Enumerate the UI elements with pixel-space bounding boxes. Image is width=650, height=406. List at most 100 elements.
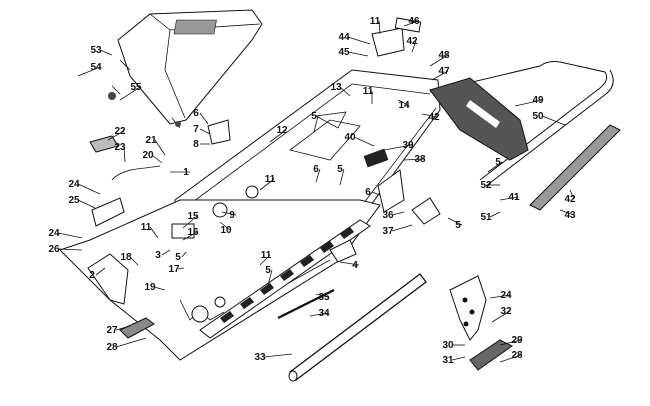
callout-line-c38 xyxy=(403,158,425,161)
callout-c26: 26 xyxy=(48,244,60,255)
callout-c11b: 11 xyxy=(363,86,374,97)
callout-c32: 32 xyxy=(500,306,512,317)
callout-line-c55 xyxy=(119,86,141,101)
chassis-side-plate xyxy=(59,199,381,361)
callout-line-c14 xyxy=(397,99,409,106)
callout-line-c49 xyxy=(514,99,543,107)
clip-part xyxy=(329,239,357,263)
callout-c3: 3 xyxy=(155,250,161,261)
callout-c13: 13 xyxy=(330,82,342,93)
callout-line-c26 xyxy=(57,248,83,251)
callout-c1: 1 xyxy=(183,167,189,178)
module-part xyxy=(171,223,195,239)
callout-c38: 38 xyxy=(414,154,426,165)
callout-c55: 55 xyxy=(130,82,142,93)
callout-c42c: 42 xyxy=(564,194,576,205)
callout-c5e: 5 xyxy=(495,157,501,168)
callout-c21: 21 xyxy=(145,135,157,146)
callout-c35: 35 xyxy=(318,292,330,303)
callout-line-c5e xyxy=(487,161,503,173)
callout-c45: 45 xyxy=(338,47,350,58)
rear-bumper xyxy=(429,61,614,187)
callout-line-c34 xyxy=(309,312,329,317)
callout-c5f: 5 xyxy=(455,220,461,231)
callout-c11e: 11 xyxy=(261,250,272,261)
callout-line-c2 xyxy=(95,267,106,276)
callout-c27: 27 xyxy=(106,325,118,336)
callout-line-c28a xyxy=(115,337,147,348)
callout-c24b: 24 xyxy=(48,228,60,239)
callout-line-c45 xyxy=(347,51,369,57)
seat-assembly xyxy=(108,9,263,129)
callout-line-c21 xyxy=(154,139,166,156)
callout-c51: 51 xyxy=(480,212,492,223)
callout-line-c29 xyxy=(499,339,522,346)
light-lens xyxy=(394,17,422,33)
callout-line-c53 xyxy=(99,49,113,56)
callout-c11a: 11 xyxy=(370,16,381,27)
callout-line-c42b xyxy=(421,113,439,118)
callout-c30: 30 xyxy=(442,340,454,351)
callout-line-c17 xyxy=(177,267,185,270)
callout-c5a: 5 xyxy=(311,111,317,122)
callout-line-c24c xyxy=(489,294,511,299)
callout-line-c22 xyxy=(107,130,125,141)
hose-part xyxy=(111,165,161,181)
callout-c42b: 42 xyxy=(428,112,440,123)
callout-c11c: 11 xyxy=(265,174,276,185)
callout-line-c11d xyxy=(149,226,159,239)
callout-c29: 29 xyxy=(511,335,523,346)
callout-leader-lines xyxy=(57,20,575,363)
callout-c4: 4 xyxy=(352,260,358,271)
callout-c24a: 24 xyxy=(68,179,80,190)
rear-side-trim xyxy=(529,124,621,211)
side-bracket xyxy=(377,169,405,213)
callout-line-c18 xyxy=(129,256,139,266)
callout-line-c33 xyxy=(263,353,293,358)
round-bar xyxy=(288,273,427,382)
callout-line-c10 xyxy=(219,221,231,231)
duct-part xyxy=(91,197,125,227)
callout-line-c16 xyxy=(182,231,198,241)
callout-line-c13 xyxy=(339,86,351,97)
rod-part xyxy=(277,289,335,319)
callout-line-c46 xyxy=(403,20,419,27)
callout-c23: 23 xyxy=(114,142,126,153)
hitch-plate xyxy=(449,275,513,371)
callout-c12: 12 xyxy=(276,125,288,136)
callout-line-c6a xyxy=(199,112,209,125)
callout-line-c6b xyxy=(315,168,321,183)
callout-line-c7 xyxy=(199,128,211,135)
callout-c54: 54 xyxy=(90,62,102,73)
cap-part xyxy=(411,197,441,225)
callout-line-c20 xyxy=(151,154,163,164)
callout-c42a: 42 xyxy=(406,36,418,47)
callout-c31: 31 xyxy=(442,355,454,366)
callout-c24c: 24 xyxy=(500,290,512,301)
callout-c33: 33 xyxy=(254,352,266,363)
callout-c19: 19 xyxy=(144,282,156,293)
callout-c28b: 28 xyxy=(511,350,523,361)
callout-line-c12 xyxy=(269,129,287,143)
pad-part xyxy=(89,135,119,153)
callout-c41: 41 xyxy=(508,192,520,203)
callout-c28a: 28 xyxy=(106,342,118,353)
callout-line-c25 xyxy=(77,199,96,209)
callout-c48: 48 xyxy=(438,50,450,61)
callout-line-c28b xyxy=(499,354,522,363)
callout-line-c40 xyxy=(353,136,375,147)
callout-line-c11e xyxy=(259,254,271,266)
callout-c22: 22 xyxy=(114,126,126,137)
callout-c34: 34 xyxy=(318,308,330,319)
callout-line-c4 xyxy=(339,261,360,266)
callout-c11d: 11 xyxy=(141,222,152,233)
callout-line-c35 xyxy=(315,293,329,298)
callout-line-c50 xyxy=(541,115,566,126)
bracket-part xyxy=(207,119,231,145)
callout-line-c5f xyxy=(447,217,463,226)
callout-line-c32 xyxy=(491,310,511,323)
callout-line-c42a xyxy=(411,40,417,53)
callout-c6b: 6 xyxy=(313,164,319,175)
callout-c46: 46 xyxy=(408,16,420,27)
callout-line-c23 xyxy=(123,146,126,163)
